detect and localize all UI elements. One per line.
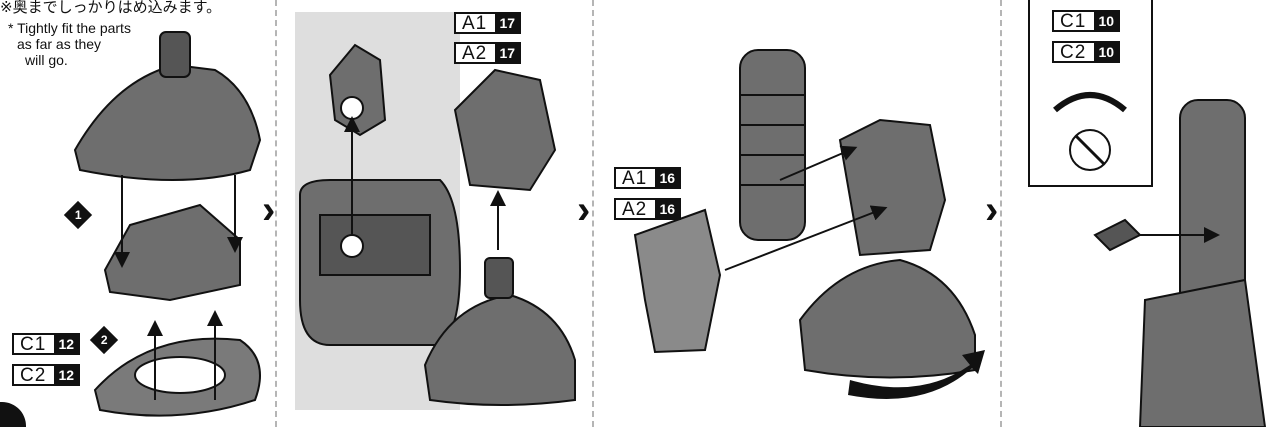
chevron-right-icon: ›: [262, 188, 276, 232]
note-english-line-1: * Tightly fit the parts: [8, 20, 131, 36]
base-assembled-part: [423, 257, 576, 406]
divider-1: [275, 0, 277, 427]
part-number: 12: [54, 366, 79, 384]
assembled-torso-part: [798, 118, 976, 379]
part-code: C1: [1060, 10, 1087, 32]
part-tag-c2-12: C2 12: [12, 364, 81, 386]
part-number: 16: [655, 200, 680, 218]
note-japanese: ※奥までしっかりはめ込みます。: [0, 0, 222, 16]
part-number: 16: [655, 169, 680, 187]
part-code: C2: [20, 364, 47, 386]
note-english-line-3: will go.: [25, 52, 68, 68]
part-tag-a2-16: A2 16: [614, 198, 682, 220]
part-number: 17: [495, 14, 520, 32]
note-english-line-2: as far as they: [17, 36, 102, 52]
final-leg-part: [1138, 99, 1267, 427]
part-number: 10: [1094, 12, 1119, 30]
chevron-right-icon: ›: [985, 188, 999, 232]
step-2-number: 2: [100, 333, 108, 347]
chevron-right-icon: ›: [577, 188, 591, 232]
socket-detail-part: [299, 179, 462, 346]
part-tag-c1-12: C1 12: [12, 333, 81, 355]
part-tag-a2-17: A2 17: [454, 42, 522, 64]
part-code: C2: [1060, 41, 1087, 63]
part-code: A1: [622, 167, 648, 189]
part-code: C1: [20, 333, 47, 355]
foot-ring-part: [93, 337, 261, 417]
joint-detail-part: [328, 43, 387, 137]
part-number: 12: [54, 335, 79, 353]
base-shell-part: [73, 31, 262, 181]
cockpit-part: [103, 203, 241, 302]
part-tag-a1-17: A1 17: [454, 12, 522, 34]
part-tag-a1-16: A1 16: [614, 167, 682, 189]
body-part: [453, 68, 557, 192]
leg-cylinder-part: [739, 49, 806, 241]
divider-2: [592, 0, 594, 427]
armor-part: [633, 208, 722, 354]
part-number: 10: [1094, 43, 1119, 61]
small-clip-part: [1093, 218, 1142, 252]
part-number: 17: [495, 44, 520, 62]
part-tag-c1-10: C1 10: [1052, 10, 1121, 32]
divider-3: [1000, 0, 1002, 427]
part-tag-c2-10: C2 10: [1052, 41, 1121, 63]
part-code: A1: [462, 12, 488, 34]
rotate-arrow-icon: [848, 350, 985, 399]
part-code: A2: [462, 42, 488, 64]
step-1-number: 1: [74, 208, 82, 222]
note-english: * Tightly fit the parts as far as they w…: [8, 20, 158, 68]
part-code: A2: [622, 198, 648, 220]
